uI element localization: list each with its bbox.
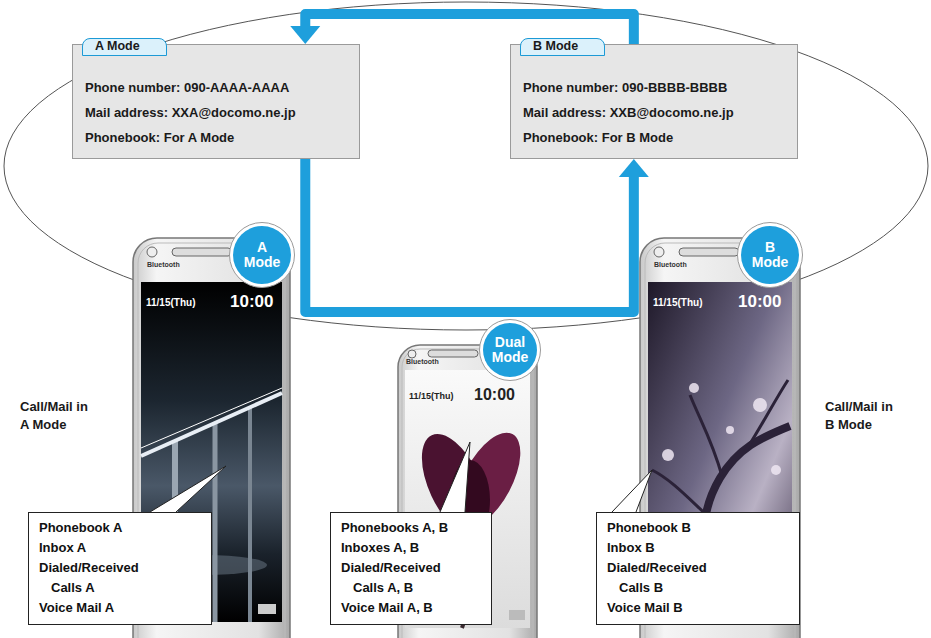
soft-key: [258, 604, 276, 614]
callout-item: Inbox B: [607, 538, 731, 558]
blossom: [771, 465, 781, 475]
mode-badge-label: B Mode: [750, 240, 790, 270]
phone-camera: [654, 247, 664, 257]
callout-item: Phonebook B: [607, 518, 731, 538]
callout-item: Inboxes A, B: [341, 538, 465, 558]
badge-disc: [483, 323, 537, 377]
tree-branch: [652, 380, 788, 520]
mode-info-box: A ModePhone number: 090-AAAA-AAAAMail ad…: [72, 44, 360, 159]
callout-item: Voice Mail B: [607, 598, 731, 618]
mode-detail: Phone number: 090-BBBB-BBBB: [523, 75, 727, 100]
badge-disc: [233, 226, 291, 284]
badge-ring: [230, 223, 295, 288]
callout-box: Phonebooks A, BInboxes A, BDialed/Receiv…: [330, 512, 492, 625]
screen-date: 11/15(Thu): [653, 297, 702, 309]
callout-item: Dialed/Received Calls A: [39, 558, 163, 598]
callout-item: Voice Mail A, B: [341, 598, 465, 618]
mode-detail: Mail address: XXB@docomo.ne.jp: [523, 100, 734, 125]
mode-badge: A Mode: [229, 222, 295, 288]
callout-box: Phonebook BInbox BDialed/Received Calls …: [596, 512, 800, 625]
badge-ring: [480, 320, 541, 381]
screen-time: 10:00: [474, 386, 515, 404]
mode-badge-label: A Mode: [242, 240, 282, 270]
callout-box: Phonebook AInbox ADialed/Received Calls …: [28, 512, 212, 625]
callout-tail: [150, 466, 226, 512]
mode-tab: A Mode: [82, 38, 167, 56]
phone-camera: [147, 247, 157, 257]
bridge-deck: [141, 393, 282, 456]
mode-badge-label: Dual Mode: [490, 335, 530, 365]
mode-tab: B Mode: [520, 38, 605, 56]
callout-tail: [612, 470, 652, 512]
soft-key: [509, 610, 525, 620]
mode-detail: Phonebook: For A Mode: [85, 125, 234, 150]
mode-badge: B Mode: [737, 222, 803, 288]
badge-ring: [738, 223, 803, 288]
blossom: [662, 449, 674, 461]
mode-caption: Call/Mail in A Mode: [20, 398, 92, 434]
screen-date: 11/15(Thu): [409, 391, 454, 401]
callout-item: Voice Mail A: [39, 598, 163, 618]
callout-item: Phonebook A: [39, 518, 163, 538]
callout-item: Phonebooks A, B: [341, 518, 465, 538]
bridge-rail: [141, 388, 282, 448]
bluetooth-mark: Bluetooth: [406, 358, 439, 366]
arrow-head: [619, 159, 649, 177]
callout-item: Dialed/Received Calls A, B: [341, 558, 465, 598]
mode-detail: Phone number: 090-AAAA-AAAA: [85, 75, 289, 100]
mode-badge: Dual Mode: [479, 319, 541, 381]
phone-speaker: [679, 248, 739, 256]
phone-camera: [408, 350, 416, 358]
mode-switch-arrow: [305, 159, 649, 312]
mode-detail: Mail address: XXA@docomo.ne.jp: [85, 100, 296, 125]
connector-line: [305, 159, 634, 312]
mode-caption: Call/Mail in B Mode: [825, 398, 897, 434]
screen-time: 10:00: [738, 292, 781, 312]
phone-speaker: [428, 350, 478, 357]
callout-tail: [440, 442, 470, 512]
blossom: [726, 426, 734, 434]
bluetooth-mark: Bluetooth: [654, 261, 687, 269]
arrow-head: [290, 26, 320, 44]
blossom: [753, 398, 767, 412]
bridge-pillar: [248, 407, 252, 622]
phone-speaker: [172, 248, 232, 256]
mode-info-box: B ModePhone number: 090-BBBB-BBBBMail ad…: [510, 44, 798, 159]
badge-disc: [741, 226, 799, 284]
blossom: [689, 383, 699, 393]
bridge-pillar: [213, 423, 218, 622]
screen-date: 11/15(Thu): [146, 297, 195, 309]
mode-detail: Phonebook: For B Mode: [523, 125, 673, 150]
bluetooth-mark: Bluetooth: [147, 261, 180, 269]
callout-item: Inbox A: [39, 538, 163, 558]
screen-time: 10:00: [230, 292, 273, 312]
callout-item: Dialed/Received Calls B: [607, 558, 731, 598]
